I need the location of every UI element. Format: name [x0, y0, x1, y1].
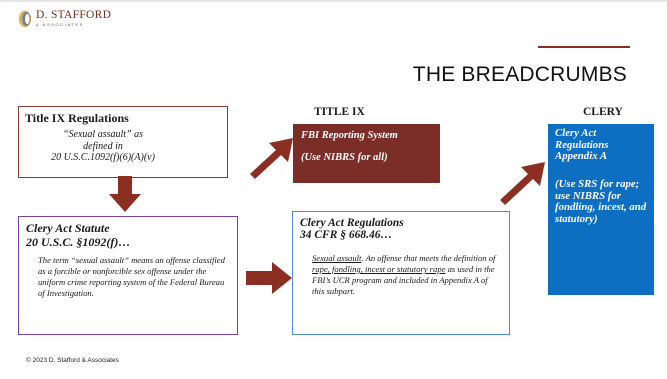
title-ix-definition-line3: 20 U.S.C.1092(f)(6)(A)(v)	[51, 152, 155, 163]
clery-line1: Clery Act Regulations Appendix A	[555, 127, 609, 163]
company-logo: D. STAFFORD & ASSOCIATES	[18, 9, 112, 28]
logo-mark-icon	[18, 10, 32, 28]
arrow-down-icon	[109, 176, 141, 212]
regs-term: Sexual assault	[312, 253, 362, 264]
statute-text: The term “sexual assault” means an offen…	[38, 254, 225, 298]
title-ix-definition-line1: “Sexual assault” as	[62, 129, 143, 140]
arrow-right-icon	[246, 262, 292, 294]
clery-appendix-box: Clery Act Regulations Appendix A (Use SR…	[548, 124, 654, 295]
arrow-up-right-icon	[250, 138, 293, 179]
title-ix-definition: “Sexual assault” as defined in 20 U.S.C.…	[25, 129, 221, 164]
statute-heading-line1: Clery Act Statute	[26, 221, 110, 235]
clery-statute-box: Clery Act Statute 20 U.S.C. §1092(f)… Th…	[18, 216, 238, 335]
arrow-up-right-icon	[500, 162, 545, 205]
regs-term2: rape, fondling, incest or statutory rape	[312, 264, 446, 275]
regs-text-b: as used in the FBI’s UCR program and inc…	[312, 264, 495, 297]
regs-text: Sexual assault. An offense that meets th…	[312, 253, 502, 297]
title-ix-regulations-box: Title IX Regulations “Sexual assault” as…	[18, 106, 228, 178]
clery-regulations-box: Clery Act Regulations 34 CFR § 668.46… S…	[292, 211, 510, 335]
fbi-reporting-box: FBI Reporting System (Use NIBRS for all)	[293, 124, 440, 183]
top-divider	[0, 0, 667, 2]
fbi-line1: FBI Reporting System	[301, 130, 398, 141]
regs-heading-line1: Clery Act Regulations	[300, 217, 404, 229]
column-heading-clery: CLERY	[583, 106, 623, 118]
clery-line2: (Use SRS for rape; use NIBRS for fondlin…	[555, 177, 647, 225]
title-ix-heading: Title IX Regulations	[25, 111, 129, 125]
logo-name: D. STAFFORD	[36, 9, 112, 21]
copyright-footer: © 2023 D. Stafford & Associates	[26, 357, 119, 364]
slide-title: THE BREADCRUMBS	[412, 63, 627, 86]
title-accent-rule	[538, 46, 630, 48]
logo-subtitle: & ASSOCIATES	[36, 21, 85, 27]
fbi-line2: (Use NIBRS for all)	[301, 152, 388, 164]
column-heading-title-ix: TITLE IX	[314, 106, 365, 118]
title-ix-definition-line2: defined in	[83, 140, 123, 152]
regs-heading-line2: 34 CFR § 668.46…	[300, 229, 393, 242]
regs-text-a: . An offense that meets the definition o…	[361, 253, 496, 264]
statute-heading-line2: 20 U.S.C. §1092(f)…	[26, 234, 131, 249]
